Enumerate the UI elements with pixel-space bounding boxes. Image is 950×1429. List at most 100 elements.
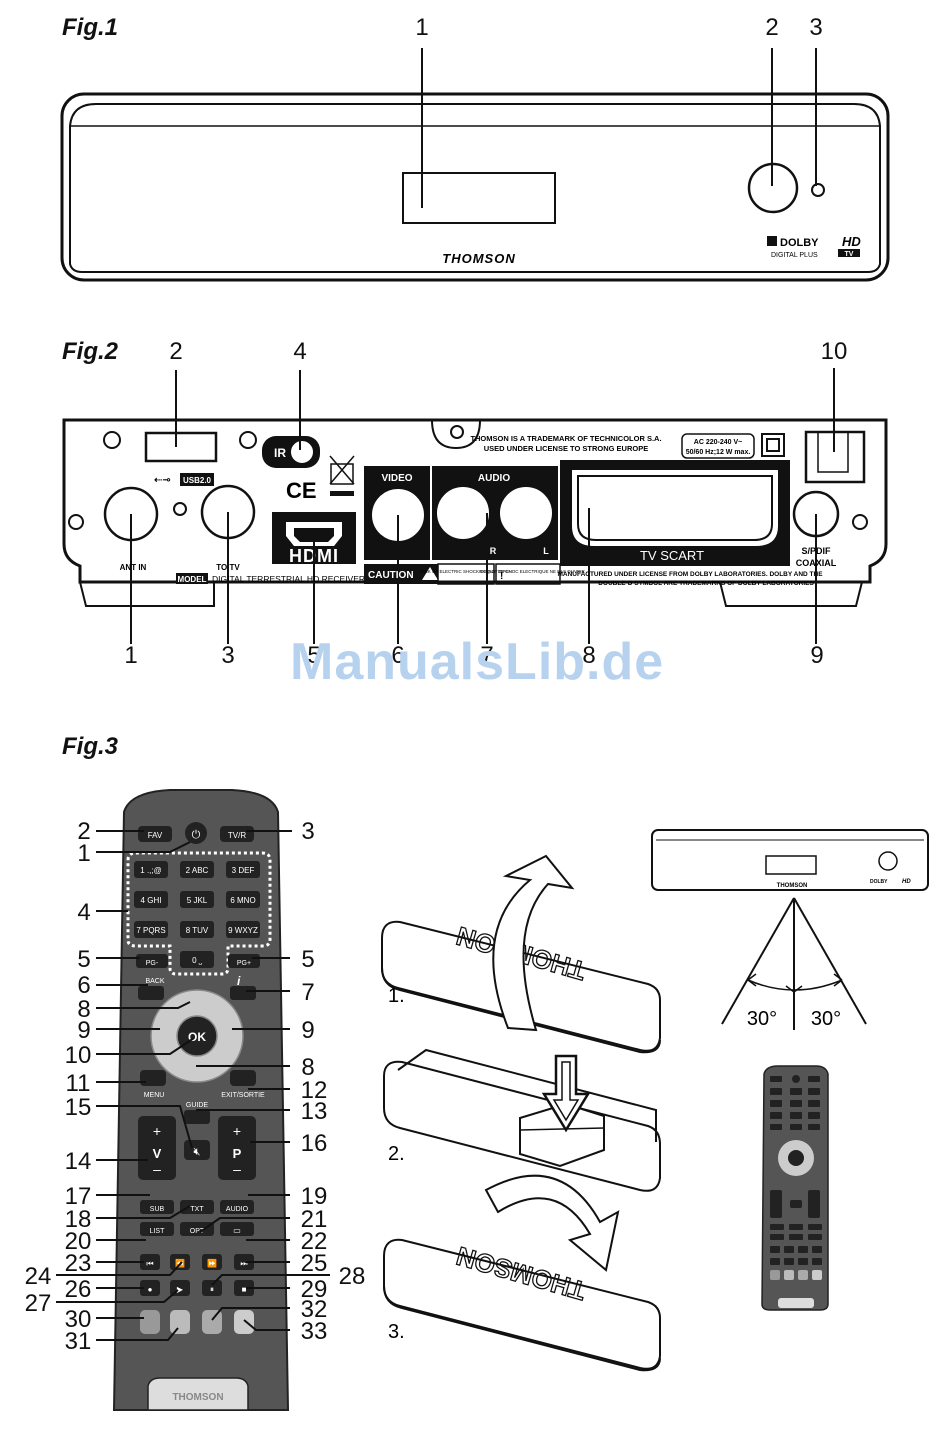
svg-text:▭: ▭	[233, 1226, 241, 1235]
fig2-callout-9: 9	[810, 642, 824, 669]
fig3-callout-left-9: 9	[77, 1017, 91, 1044]
fig3-callout-right-28: 28	[338, 1263, 366, 1290]
vol-label: V	[153, 1146, 162, 1161]
usb-port	[144, 431, 218, 463]
btn-list: LIST	[150, 1228, 166, 1235]
angle-right: 30°	[811, 1008, 841, 1030]
fig3-callout-right-25: 25	[300, 1250, 328, 1277]
fig3-callout-left-30: 30	[64, 1306, 92, 1333]
key-1: 1 .,;@	[140, 866, 161, 875]
svg-text:●: ●	[148, 1285, 153, 1294]
fig3-callout-right-5: 5	[301, 946, 315, 973]
key-5: 5 JKL	[187, 896, 208, 905]
btn-audio: AUDIO	[226, 1206, 249, 1213]
to-tv-label: TO TV	[216, 563, 240, 572]
dolby-line-1: MANUFACTURED UNDER LICENSE FROM DOLBY LA…	[557, 571, 823, 578]
fig3-callout-left-27: 27	[24, 1290, 52, 1317]
fig3-callout-left-5: 5	[77, 946, 91, 973]
viewing-angle-diagram: THOMSON DOLBY HD 30° 30°	[651, 829, 929, 1030]
btn-back: BACK	[145, 978, 164, 985]
btn-exit: EXIT/SORTIE	[221, 1092, 265, 1099]
fig1-hd: HD	[842, 234, 861, 249]
fig3-callout-right-7: 7	[301, 979, 315, 1006]
fig3-callout-right-33: 33	[300, 1318, 328, 1345]
btn-tvr: TV/R	[228, 831, 246, 840]
fig3-callout-left-15: 15	[64, 1094, 92, 1121]
step-label-2: 2.	[388, 1143, 405, 1165]
audio-r-rca	[435, 485, 491, 541]
audio-r-label: R	[490, 546, 497, 556]
fig3-callout-left-10: 10	[64, 1042, 92, 1069]
fig2-callout-10: 10	[820, 338, 848, 365]
model-text: DIGITAL TERRESTRIAL HD RECEIVER THT501	[212, 574, 398, 584]
fig2-rear-panel: ⇠⊸ USB2.0 IR CE ANT IN TO TV HDMI MODEL …	[62, 368, 888, 644]
svg-text:!: !	[500, 571, 503, 582]
svg-text:DOLBY: DOLBY	[870, 879, 888, 885]
fig3-callout-right-8: 8	[301, 1054, 315, 1081]
usb-label: USB2.0	[183, 476, 212, 485]
ir-sensor	[811, 183, 825, 197]
fig3-callout-left-24: 24	[24, 1263, 52, 1290]
trademark-line-2: USED UNDER LICENSE TO STRONG EUROPE	[484, 444, 648, 453]
angle-left: 30°	[747, 1008, 777, 1030]
svg-text:THOMSON: THOMSON	[777, 883, 808, 889]
remote-brand: THOMSON	[172, 1392, 223, 1403]
audio-l-rca	[498, 485, 554, 541]
fig3-callout-left-1: 1	[77, 840, 91, 867]
power-line-1: AC 220-240 V~	[694, 439, 742, 446]
small-remote	[761, 1065, 829, 1311]
svg-text:⇠⊸: ⇠⊸	[154, 475, 171, 486]
fig2-callout-4: 4	[293, 338, 307, 365]
btn-pg-minus: PG-	[146, 960, 159, 967]
battery-step-2	[383, 1048, 661, 1192]
fig3-callout-right-22: 22	[300, 1228, 328, 1255]
key-6: 6 MNO	[230, 896, 255, 905]
spdif-label-2: COAXIAL	[796, 558, 837, 568]
svg-text:⏩: ⏩	[207, 1258, 217, 1268]
btn-guide: GUIDE	[186, 1102, 209, 1109]
fig2-callout-3: 3	[221, 642, 235, 669]
btn-menu: MENU	[144, 1092, 165, 1099]
fig3-callout-left-8: 8	[77, 996, 91, 1023]
fig3-callout-left-18: 18	[64, 1206, 92, 1233]
svg-text:■: ■	[242, 1285, 247, 1294]
fig3-callout-right-16: 16	[300, 1130, 328, 1157]
fig3-callout-right-19: 19	[300, 1183, 328, 1210]
fig1-brand: THOMSON	[442, 251, 515, 266]
battery-step-1: THOMSON	[381, 854, 661, 1054]
fig3-callout-left-11: 11	[65, 1070, 91, 1097]
audio-l-label: L	[543, 546, 549, 556]
prog-plus: +	[233, 1123, 241, 1139]
vol-minus: –	[153, 1161, 161, 1177]
ir-extender-jack	[289, 439, 315, 465]
btn-opt: OPT	[190, 1228, 205, 1235]
fig1-front-panel: THOMSON DOLBY DIGITAL PLUS HD TV	[60, 48, 890, 282]
fig1-title: Fig.1	[62, 14, 119, 41]
trademark-line-1: THOMSON IS A TRADEMARK OF TECHNICOLOR S.…	[470, 434, 661, 443]
ir-label: IR	[274, 446, 286, 460]
svg-text:HD: HD	[902, 879, 911, 885]
btn-txt: TXT	[190, 1206, 204, 1213]
key-9: 9 WXYZ	[228, 926, 258, 935]
caution-label: CAUTION	[368, 570, 414, 581]
svg-text:▶: ▶	[177, 1285, 184, 1294]
btn-ok: OK	[188, 1030, 206, 1044]
key-0: 0 ⎵	[192, 956, 203, 965]
fig3-callout-right-9: 9	[301, 1017, 315, 1044]
step-label-3: 3.	[388, 1321, 405, 1343]
fig1-callout-2: 2	[765, 14, 779, 41]
key-7: 7 PQRS	[136, 926, 165, 935]
spdif-label-1: S/PDIF	[801, 546, 831, 556]
fig2-title: Fig.2	[62, 338, 119, 365]
prog-label: P	[233, 1146, 242, 1161]
svg-text:⏭: ⏭	[240, 1259, 247, 1268]
scart-label: TV SCART	[640, 548, 704, 563]
audio-label: AUDIO	[478, 473, 510, 484]
fig3-callout-left-20: 20	[64, 1228, 92, 1255]
fig1-dolby-sub: DIGITAL PLUS	[771, 252, 818, 259]
fig3-callout-left-17: 17	[64, 1183, 92, 1210]
key-4: 4 GHI	[141, 896, 162, 905]
btn-fav: FAV	[148, 831, 163, 840]
vol-plus: +	[153, 1123, 161, 1139]
